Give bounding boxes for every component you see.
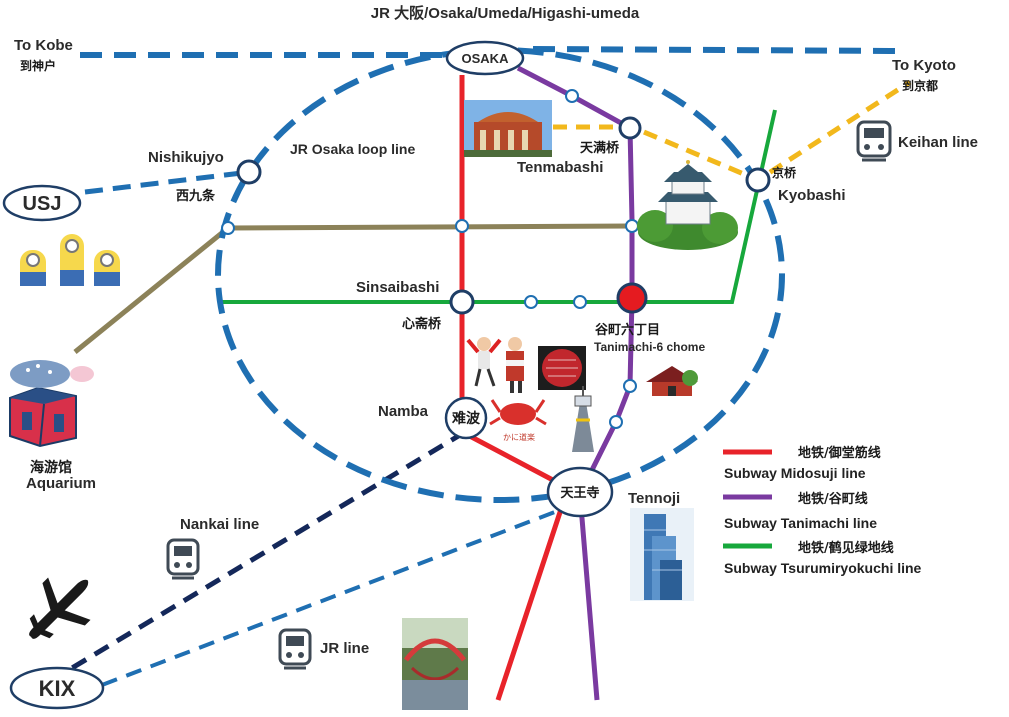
svg-text:かに道楽: かに道楽 xyxy=(503,432,535,442)
whale-shark-icon xyxy=(9,360,94,448)
station-nishikujyo-label: Nishikujyo xyxy=(148,149,224,166)
station-namba[interactable] xyxy=(444,396,488,440)
station-usj[interactable] xyxy=(2,184,82,222)
jr-line-label: JR line xyxy=(320,640,369,657)
station-kyobashi-cn-label: 京桥 xyxy=(772,165,797,180)
station-namba-label: Namba xyxy=(378,403,429,420)
train-icon xyxy=(166,538,200,580)
station-tennoji[interactable] xyxy=(546,466,614,518)
station-nishikujyo[interactable] xyxy=(236,159,262,185)
temple-icon xyxy=(646,366,698,396)
station-tanimachi[interactable] xyxy=(616,282,648,314)
station-sinsaibashi[interactable] xyxy=(449,289,475,315)
jr-usj-line xyxy=(84,169,251,195)
jr-kix-line xyxy=(101,508,561,687)
keihan-line-label: Keihan line xyxy=(898,134,978,151)
keihan-line xyxy=(553,79,912,183)
station-usj-label: USJ xyxy=(23,193,62,215)
train-icon xyxy=(278,628,312,670)
city-hall-icon xyxy=(464,100,552,157)
olive-line xyxy=(73,223,633,354)
station-kix-label: KIX xyxy=(39,676,76,701)
legend-tanimachi-cn: 地铁/谷町线 xyxy=(798,491,868,507)
glico-icon xyxy=(466,337,502,387)
station-tanimachi-label: Tanimachi-6 chome xyxy=(594,340,705,354)
train-icon xyxy=(856,120,892,162)
legend-tanimachi-en: Subway Tanimachi line xyxy=(724,515,877,531)
loop-line-label: JR Osaka loop line xyxy=(290,141,415,157)
station-dot[interactable] xyxy=(573,295,587,309)
station-tenmabashi[interactable] xyxy=(618,116,642,140)
legend: 地铁/御堂筋线 Subway Midosuji line 地铁/谷町线 Subw… xyxy=(723,445,922,576)
direction-to-kyoto-cn: 到京都 xyxy=(902,78,938,93)
legend-midosuji-cn: 地铁/御堂筋线 xyxy=(798,445,881,461)
lantern-icon xyxy=(538,346,586,390)
crab-icon: かに道楽 xyxy=(489,399,547,442)
station-dot[interactable] xyxy=(609,415,623,429)
station-namba-cn-label: 难波 xyxy=(451,410,481,427)
direction-to-kobe: To Kobe xyxy=(14,37,73,54)
station-dot[interactable] xyxy=(524,295,538,309)
station-sinsaibashi-cn-label: 心斋桥 xyxy=(402,316,442,332)
abeno-harukas-icon xyxy=(630,508,694,601)
station-dot[interactable] xyxy=(565,89,579,103)
station-dot[interactable] xyxy=(221,221,235,235)
station-tanimachi-cn-label: 谷町六丁目 xyxy=(595,322,660,338)
station-tennoji-cn-label: 天王寺 xyxy=(560,485,599,501)
nankai-line-label: Nankai line xyxy=(180,516,259,533)
station-dot[interactable] xyxy=(623,379,637,393)
direction-to-kyoto: To Kyoto xyxy=(892,57,956,74)
legend-tsurumi-cn: 地铁/鹤见绿地线 xyxy=(798,540,894,556)
station-kyobashi[interactable] xyxy=(745,167,771,193)
direction-to-kobe-cn: 到神户 xyxy=(20,58,56,73)
kuidaore-icon xyxy=(506,337,524,393)
station-dot[interactable] xyxy=(455,219,469,233)
station-dot[interactable] xyxy=(625,219,639,233)
bridge-icon xyxy=(402,618,468,710)
airplane-icon xyxy=(29,577,91,639)
station-kyobashi-label: Kyobashi xyxy=(778,187,846,204)
station-osaka[interactable] xyxy=(445,40,525,76)
station-tenmabashi-label: Tenmabashi xyxy=(517,159,603,176)
legend-midosuji-en: Subway Midosuji line xyxy=(724,465,866,481)
midosuji-line xyxy=(459,75,572,701)
aquarium-cn-label: 海游馆 xyxy=(30,459,72,476)
map-title: JR 大阪/Osaka/Umeda/Higashi-umeda xyxy=(371,4,640,22)
legend-tsurumi-en: Subway Tsurumiryokuchi line xyxy=(724,560,922,576)
aquarium-label: Aquarium xyxy=(26,475,96,492)
osaka-castle-icon xyxy=(637,160,738,250)
station-kix[interactable] xyxy=(9,666,105,710)
jr-kobe-line xyxy=(80,46,899,58)
minions-icon xyxy=(20,234,120,286)
station-tennoji-label: Tennoji xyxy=(628,490,680,507)
station-osaka-label: OSAKA xyxy=(462,51,510,66)
station-tenmabashi-cn-label: 天满桥 xyxy=(580,140,620,156)
station-sinsaibashi-label: Sinsaibashi xyxy=(356,279,439,296)
station-nishikujyo-cn-label: 西九条 xyxy=(176,188,216,204)
tsutenkaku-icon xyxy=(572,386,594,452)
